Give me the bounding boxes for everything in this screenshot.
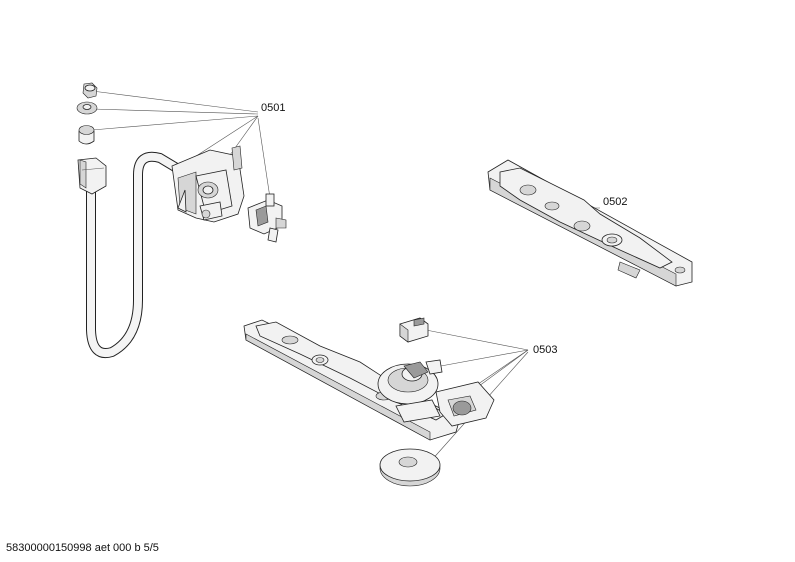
side-housing-part — [435, 381, 495, 427]
callout-0502: 0502 — [603, 196, 628, 208]
part-group-0501 — [76, 82, 287, 358]
inlet-hose-part — [77, 151, 185, 358]
nut-part — [82, 82, 98, 99]
solenoid-valve-part — [247, 193, 287, 243]
cap-part — [78, 125, 95, 145]
part-group-0503 — [243, 317, 529, 487]
duct-0502-part — [487, 159, 693, 287]
disc-part — [379, 448, 441, 487]
document-reference: 58300000150998 aet 000 b 5/5 — [6, 542, 159, 554]
part-group-0502 — [487, 159, 693, 287]
valve-body-part — [171, 145, 245, 223]
connector-part — [399, 317, 429, 343]
leaders-0501 — [91, 90, 271, 199]
washer-part — [76, 101, 98, 115]
callout-0503: 0503 — [533, 344, 558, 356]
spray-hub-part — [377, 359, 443, 423]
callout-0501: 0501 — [261, 102, 286, 114]
